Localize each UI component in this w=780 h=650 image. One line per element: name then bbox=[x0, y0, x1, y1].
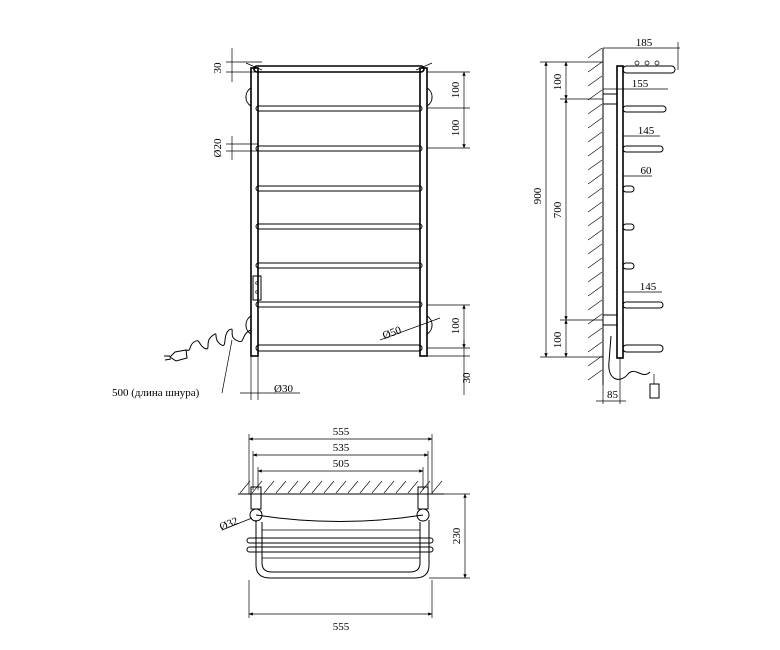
dim-depth-145-bottom: 145 bbox=[640, 281, 657, 293]
dim-top-mount-diameter: Ø32 bbox=[218, 515, 240, 533]
shelf-outline bbox=[255, 520, 430, 579]
shelf-rails bbox=[246, 529, 434, 559]
dim-width-505: 505 bbox=[333, 458, 350, 470]
dim-rail-diameter: Ø30 bbox=[274, 383, 293, 395]
dim-depth-bottom: 85 bbox=[607, 389, 619, 401]
dim-bar-gap-1: 100 bbox=[450, 81, 462, 98]
front-view: 30 Ø20 100 100 100 30 Ø50 Ø30 500 (длина… bbox=[112, 48, 473, 400]
dim-bottom-mount: 100 bbox=[552, 331, 564, 348]
top-mount-right bbox=[417, 486, 429, 510]
mount-top-left bbox=[245, 87, 252, 107]
mount-bottom-left bbox=[245, 315, 252, 335]
power-plug bbox=[169, 349, 188, 362]
dim-depth-155: 155 bbox=[632, 78, 649, 90]
top-mount-ring-right bbox=[416, 508, 430, 522]
dim-depth-top: 185 bbox=[636, 37, 653, 49]
cord-length-label: 500 (длина шнура) bbox=[112, 387, 200, 399]
dim-width-outer: 555 bbox=[333, 426, 350, 438]
dim-tube-diameter: Ø20 bbox=[212, 138, 224, 157]
side-rail bbox=[616, 65, 624, 359]
side-mount-top bbox=[602, 93, 618, 105]
side-plug bbox=[649, 383, 660, 399]
dim-mount-distance: 700 bbox=[552, 201, 564, 218]
dim-bottom-offset: 30 bbox=[461, 372, 473, 384]
dim-depth-145-top: 145 bbox=[638, 125, 655, 137]
mount-top-right bbox=[426, 87, 433, 107]
dim-total-height: 900 bbox=[532, 187, 544, 204]
side-view: 185 155 145 60 145 900 100 700 100 85 bbox=[532, 37, 680, 404]
dim-depth: 230 bbox=[451, 527, 463, 544]
power-cord bbox=[185, 328, 252, 351]
dim-bottom-gap: 100 bbox=[450, 317, 462, 334]
side-mount-bottom bbox=[602, 314, 618, 326]
dim-depth-60: 60 bbox=[641, 165, 653, 177]
dim-mount-diameter: Ø50 bbox=[381, 324, 403, 342]
shelf-top-arc bbox=[255, 514, 424, 522]
dim-top-bar: 30 bbox=[212, 62, 224, 74]
wall-hatch bbox=[587, 47, 604, 385]
side-bars bbox=[622, 60, 676, 353]
thermostat-box bbox=[252, 275, 262, 301]
shelf-inner bbox=[261, 522, 421, 573]
dim-top-mount: 100 bbox=[552, 73, 564, 90]
top-mount-left bbox=[250, 486, 262, 510]
dim-width-bottom: 555 bbox=[333, 621, 350, 633]
side-cord bbox=[608, 335, 651, 380]
dim-width-535: 535 bbox=[333, 442, 350, 454]
mount-bottom-right bbox=[426, 315, 433, 335]
crossbars bbox=[255, 105, 423, 352]
top-shelf-bar bbox=[253, 65, 425, 73]
top-wall-hatch bbox=[238, 480, 444, 495]
top-view: 555 535 505 555 230 Ø32 bbox=[218, 426, 470, 633]
dim-bar-gap-2: 100 bbox=[450, 119, 462, 136]
